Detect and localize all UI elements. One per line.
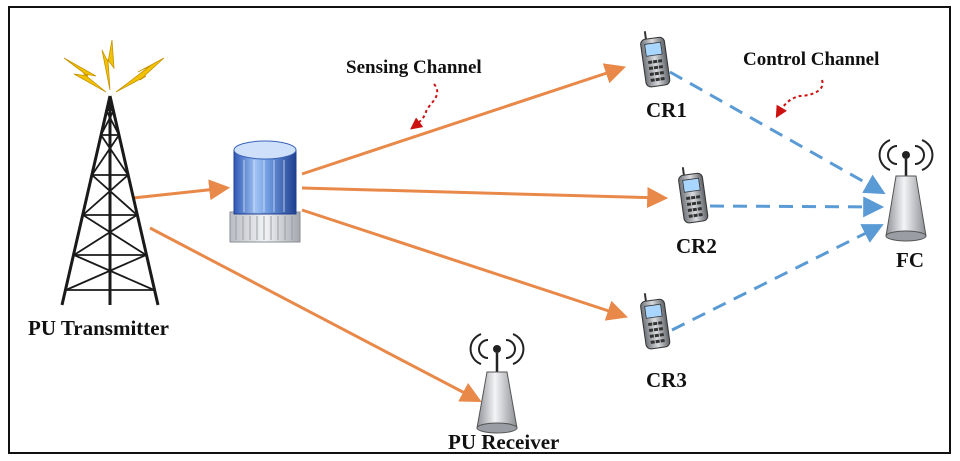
cr1-label: CR1 [646, 98, 687, 122]
mobile-phone-icon [640, 293, 671, 350]
link-relay-to-cr2 [301, 186, 669, 209]
cr1-phone [640, 31, 671, 88]
cr2-phone [678, 167, 709, 224]
link-tx-to-relay [132, 179, 231, 201]
control-links [669, 70, 886, 332]
link-cr3-to-fc [671, 224, 884, 332]
pu-transmitter-label: PU Transmitter [28, 316, 169, 340]
antenna-icon [878, 139, 934, 242]
antenna-icon [469, 333, 525, 434]
cr3-phone [640, 293, 671, 350]
control-channel-label: Control Channel [743, 49, 880, 70]
server-icon [229, 140, 301, 243]
sensing-channel-pointer [410, 83, 439, 130]
link-cr2-to-fc [709, 196, 885, 218]
link-cr1-to-fc [669, 70, 886, 195]
link-tx-to-pu-receiver [149, 226, 482, 402]
pu-receiver-label: PU Receiver [448, 430, 560, 454]
control-channel-pointer [775, 79, 824, 119]
link-relay-to-cr1 [301, 63, 626, 176]
pu-receiver-antenna [469, 333, 525, 434]
sensing-channel-label: Sensing Channel [346, 57, 482, 78]
cell-tower-icon [60, 39, 165, 306]
mobile-phone-icon [640, 31, 671, 88]
cr2-label: CR2 [676, 234, 717, 258]
fc-antenna [878, 139, 934, 242]
cr3-label: CR3 [646, 368, 687, 392]
link-relay-to-cr3 [301, 208, 628, 321]
mobile-phone-icon [678, 167, 709, 224]
sensing-links [132, 63, 669, 402]
fc-label: FC [896, 248, 924, 272]
lightning-icon [63, 39, 165, 93]
diagram-border [8, 6, 951, 454]
